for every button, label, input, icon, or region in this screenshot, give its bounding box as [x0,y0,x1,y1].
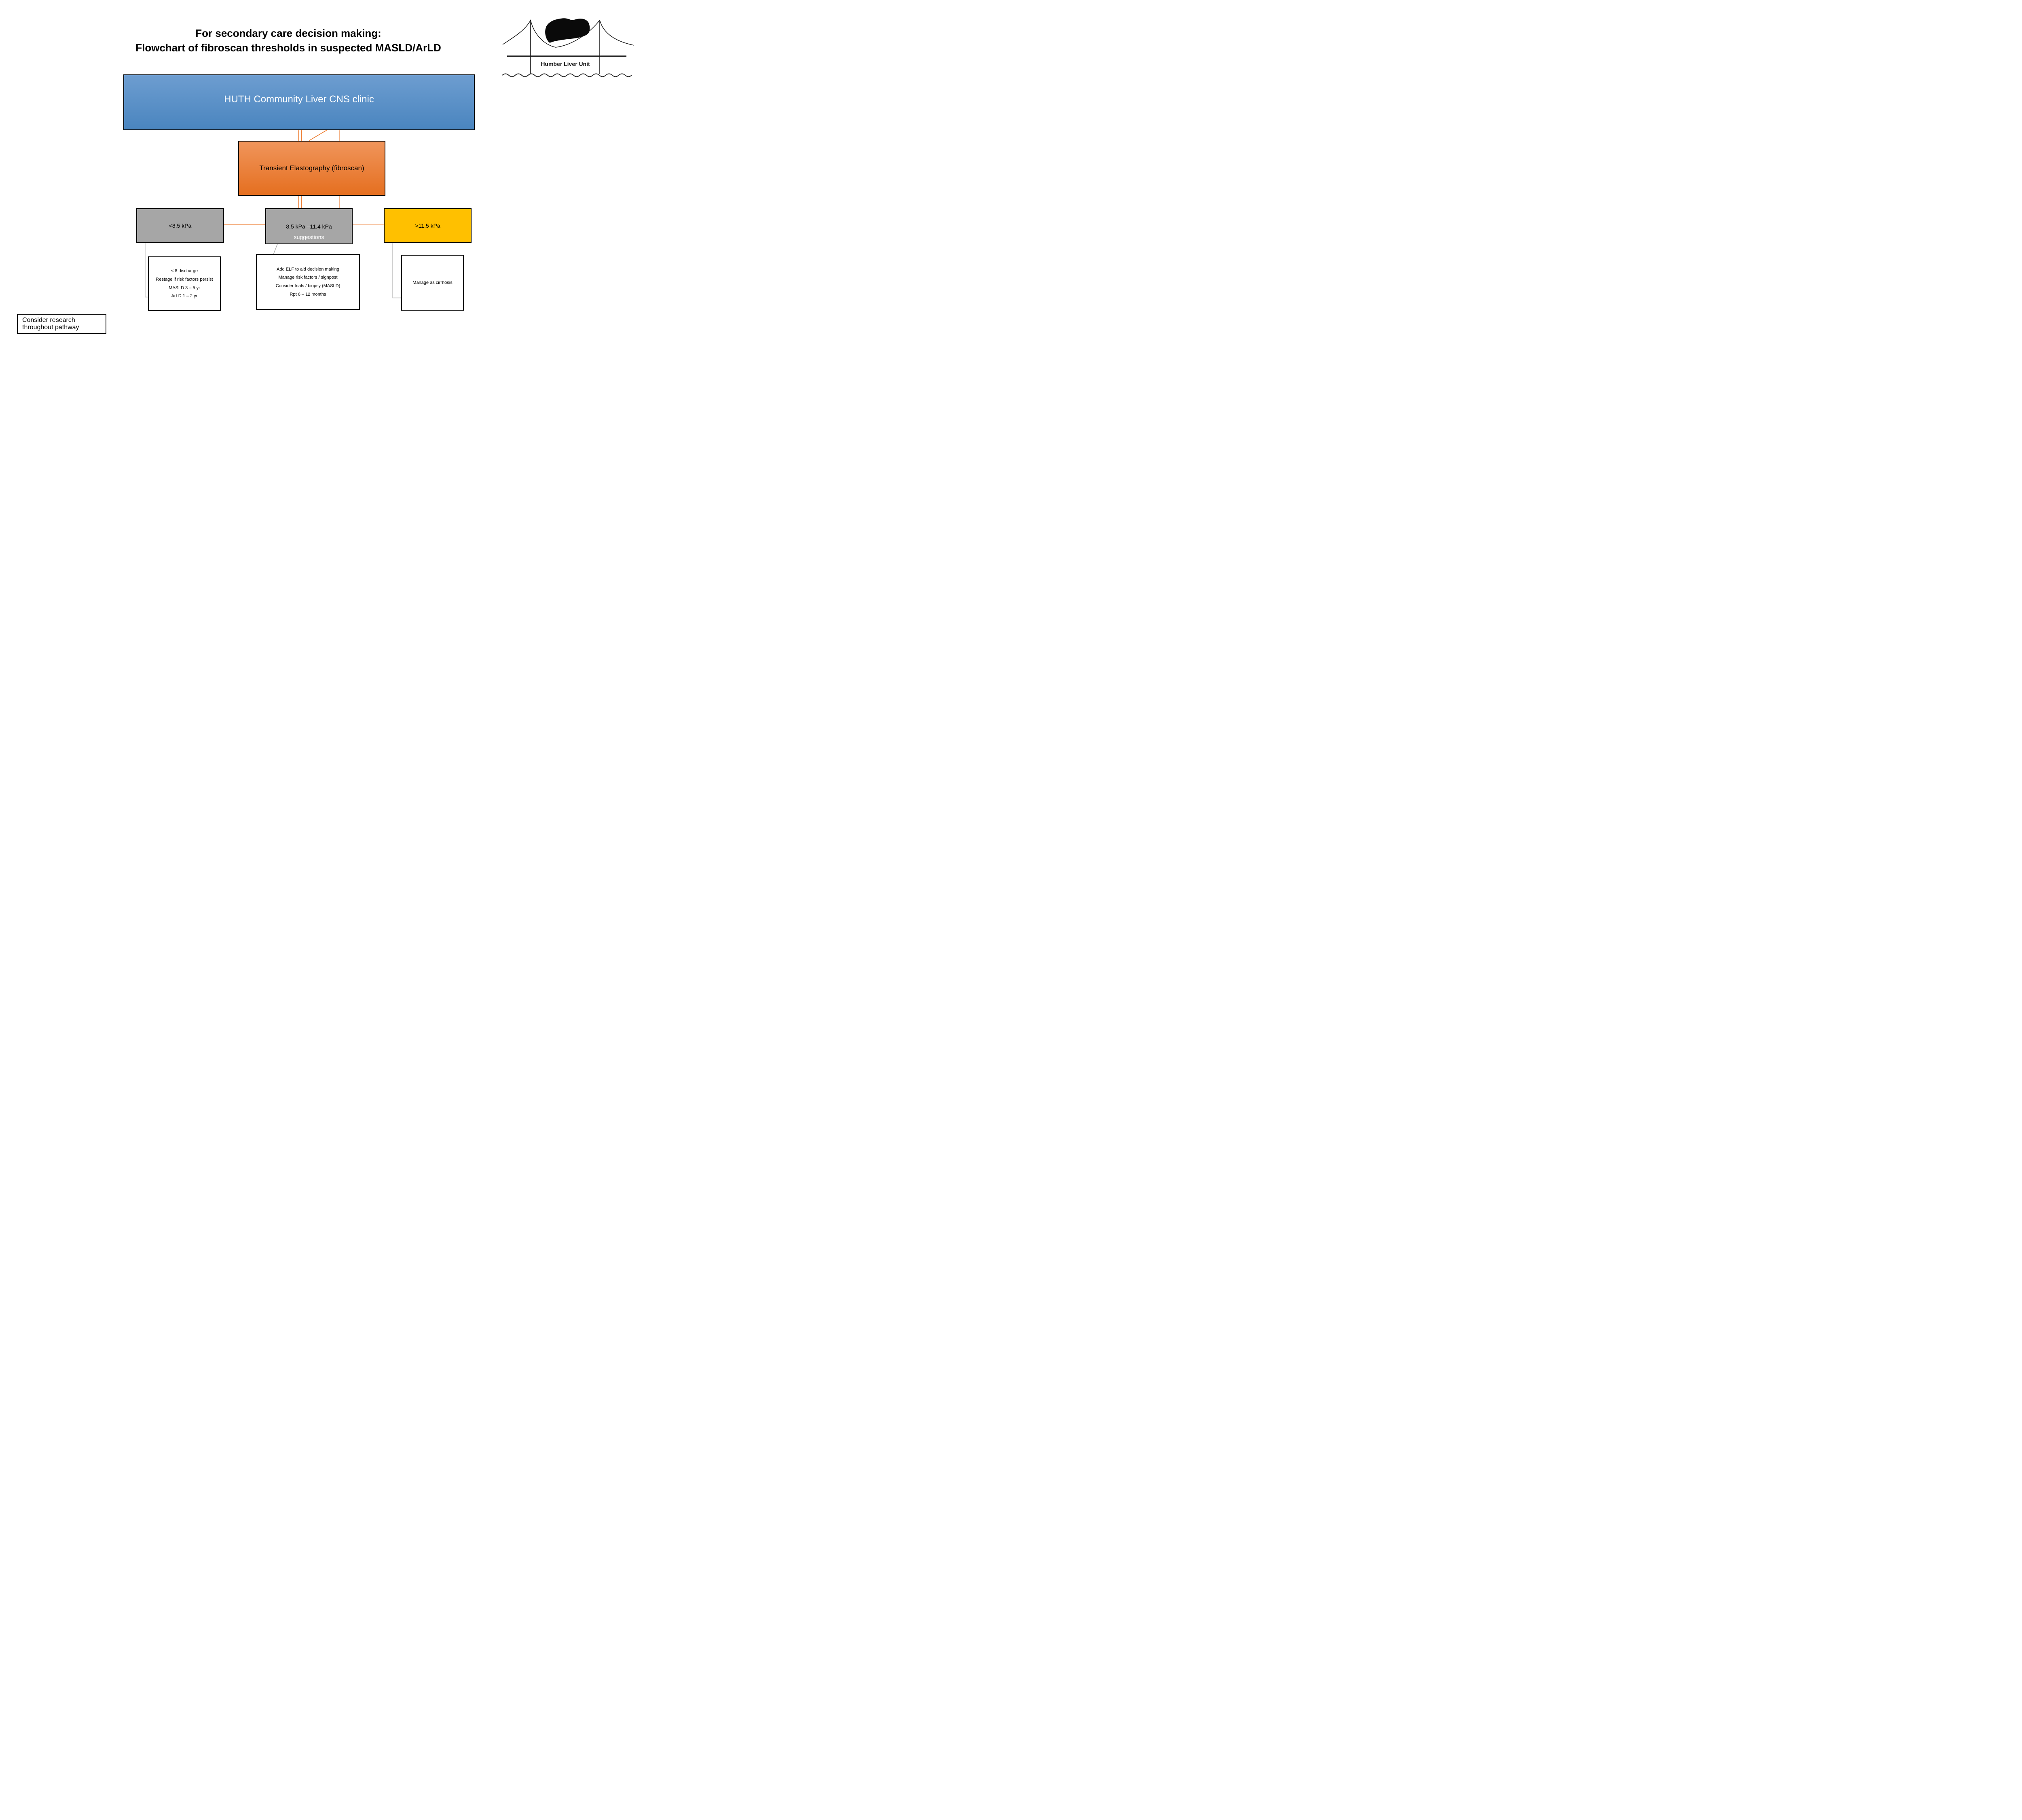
clinic-box: HUTH Community Liver CNS clinic [123,74,475,130]
outcome-high-box: Manage as cirrhosis [401,255,464,311]
threshold-mid-label: 8.5 kPa –11.4 kPa [286,223,332,230]
research-note-line2: throughout pathway [22,324,79,331]
threshold-mid-box: 8.5 kPa –11.4 kPa suggestions [265,208,353,244]
outcome-mid-line2: Manage risk factors / signpost [278,275,338,280]
connector-low-outcome-elbow [145,243,148,298]
outcome-low-line2: Restage if risk factors persist [156,277,213,282]
connector-lines [145,129,402,298]
liver-icon [545,18,590,43]
page-title-line1: For secondary care decision making: [195,27,381,39]
flowchart-page: For secondary care decision making: Flow… [0,0,647,364]
threshold-low-label: <8.5 kPa [169,222,192,229]
outcome-low-box: < 8 discharge Restage if risk factors pe… [148,256,221,311]
connector-mid-outcome-diagonal [273,243,278,255]
threshold-high-box: >11.5 kPa [384,208,472,243]
outcome-mid-box: Add ELF to aid decision making Manage ri… [256,254,360,310]
outcome-mid-line3: Consider trials / biopsy (MASLD) [275,284,341,288]
orange-connectors [224,129,384,225]
connector-high-outcome-elbow [392,243,402,298]
gray-connectors [145,243,402,298]
threshold-low-box: <8.5 kPa [136,208,224,243]
research-note-line1: Consider research [22,317,75,324]
outcome-low-line4: ArLD 1 – 2 yr [171,294,198,299]
outcome-mid-line4: Rpt 6 – 12 months [290,292,326,297]
threshold-mid-sublabel: suggestions [294,234,324,240]
research-note-box: Consider research throughout pathway [17,314,106,334]
water-wave-line [502,73,632,77]
humber-liver-unit-logo: Humber Liver Unit [501,16,635,80]
clinic-box-label: HUTH Community Liver CNS clinic [224,94,374,105]
bridge-cable-line [502,19,635,48]
page-title-line2: Flowchart of fibroscan thresholds in sus… [135,42,441,54]
connector-clinic-elasto-diagonal [309,129,327,141]
elastography-box: Transient Elastography (fibroscan) [238,141,385,196]
outcome-mid-line1: Add ELF to aid decision making [277,267,339,272]
outcome-low-line3: MASLD 3 – 5 yr [169,285,200,290]
page-title: For secondary care decision making: Flow… [94,26,482,55]
elastography-box-label: Transient Elastography (fibroscan) [259,164,364,172]
outcome-high-label: Manage as cirrhosis [412,280,453,285]
outcome-low-line1: < 8 discharge [171,269,198,274]
threshold-high-label: >11.5 kPa [415,222,440,229]
logo-caption: Humber Liver Unit [541,61,590,67]
bridge-liver-icon: Humber Liver Unit [502,18,635,77]
